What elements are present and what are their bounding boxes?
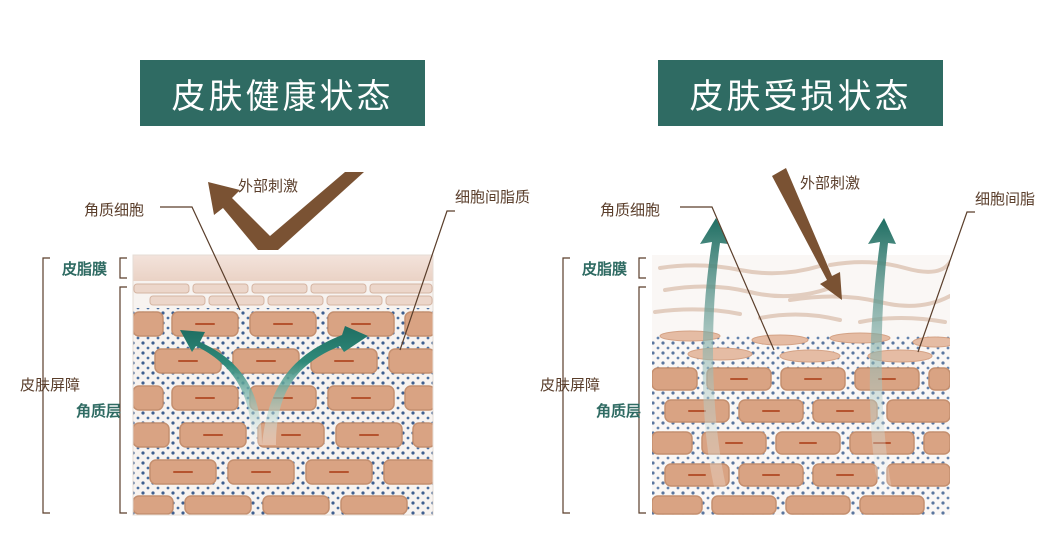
healthy-skin-title: 皮肤健康状态	[140, 60, 425, 126]
corneocyte-cells	[659, 330, 950, 363]
moisture-loss-arrow-left	[700, 218, 728, 495]
stratum-corneum-label: 角质层	[76, 402, 122, 420]
upper-thin-cells	[133, 283, 433, 306]
stratum-corneum-label: 角质层	[596, 402, 642, 420]
cell-nuclei	[173, 323, 379, 473]
sebum-film-label: 皮脂膜	[62, 260, 108, 278]
healthy-skin-block	[133, 255, 433, 515]
intercellular-lipid-label: 细胞间脂质	[455, 188, 531, 206]
corneocyte-label: 角质细胞	[84, 201, 145, 219]
intercellular-lipid-label: 细胞间脂	[975, 190, 1036, 208]
corneocyte-label: 角质细胞	[600, 201, 661, 219]
penetrating-stimulus-arrow	[772, 168, 842, 300]
damaged-skin-title: 皮肤受损状态	[658, 60, 943, 126]
right-annotation-lines	[562, 206, 975, 514]
external-stimulus-label: 外部刺激	[238, 177, 299, 195]
skin-barrier-label: 皮肤屏障	[540, 376, 601, 394]
left-annotation-lines	[42, 206, 455, 514]
damaged-skin-block	[652, 255, 950, 515]
external-stimulus-label: 外部刺激	[800, 174, 861, 192]
moisture-retention-arrow	[180, 326, 368, 445]
skin-barrier-label: 皮肤屏障	[20, 376, 81, 394]
sebum-film-layer	[133, 255, 433, 281]
reflected-stimulus-arrow	[208, 172, 364, 250]
sebum-film-label: 皮脂膜	[582, 260, 628, 278]
moisture-loss-arrow-right	[868, 218, 896, 495]
